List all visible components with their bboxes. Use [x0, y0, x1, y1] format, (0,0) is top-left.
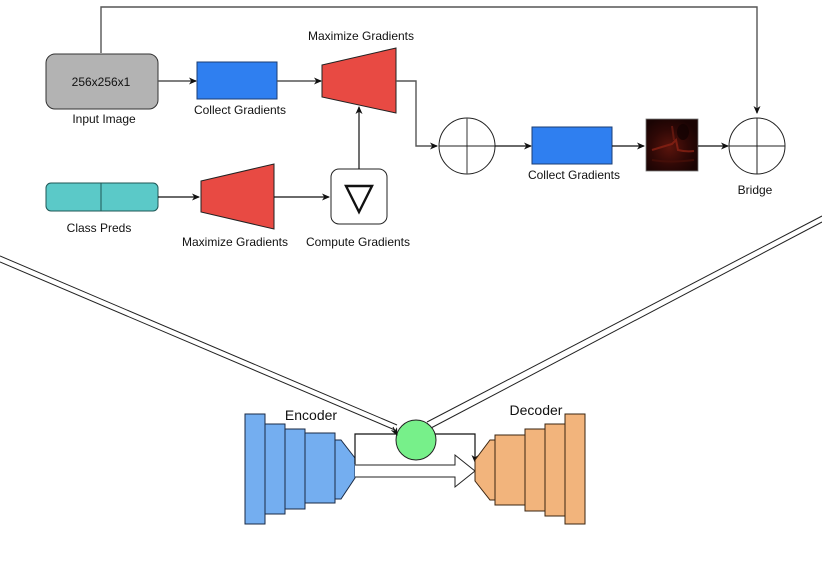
input-image-label: Input Image — [72, 112, 136, 126]
encoder-label: Encoder — [285, 407, 337, 423]
sum-node-icon — [438, 117, 496, 175]
decoder-block — [474, 413, 586, 525]
bridge-sum-icon — [728, 117, 786, 175]
bridge-green-node — [395, 419, 437, 461]
decoder-label: Decoder — [510, 402, 563, 418]
compute-gradients-block — [330, 168, 388, 225]
bridge-incoming-arrow — [390, 426, 398, 436]
compute-gradients-label: Compute Gradients — [306, 235, 410, 249]
collect-gradients-label-1: Collect Gradients — [194, 103, 286, 117]
edge-maximize-to-sum — [396, 80, 438, 150]
maximize-gradients-top-label: Maximize Gradients — [308, 29, 414, 43]
maximize-gradients-bottom-block — [200, 163, 275, 230]
saliency-map-image — [645, 118, 699, 172]
class-preds-label: Class Preds — [67, 221, 132, 235]
skip-connection-edge — [100, 6, 761, 114]
zoom-projection-left — [0, 255, 398, 431]
zoom-projection-right — [426, 215, 822, 429]
input-image-node: 256x256x1 — [45, 53, 159, 110]
encoder-block — [244, 413, 356, 525]
nabla-icon — [344, 184, 374, 215]
collect-gradients-block-2 — [531, 126, 613, 165]
bridge-label: Bridge — [738, 183, 773, 197]
collect-gradients-label-2: Collect Gradients — [528, 168, 620, 182]
input-image-dims: 256x256x1 — [72, 75, 131, 89]
collect-gradients-block-1 — [196, 61, 278, 100]
maximize-gradients-bottom-label: Maximize Gradients — [182, 235, 288, 249]
maximize-gradients-top-block — [321, 47, 397, 114]
class-preds-node — [45, 182, 159, 212]
